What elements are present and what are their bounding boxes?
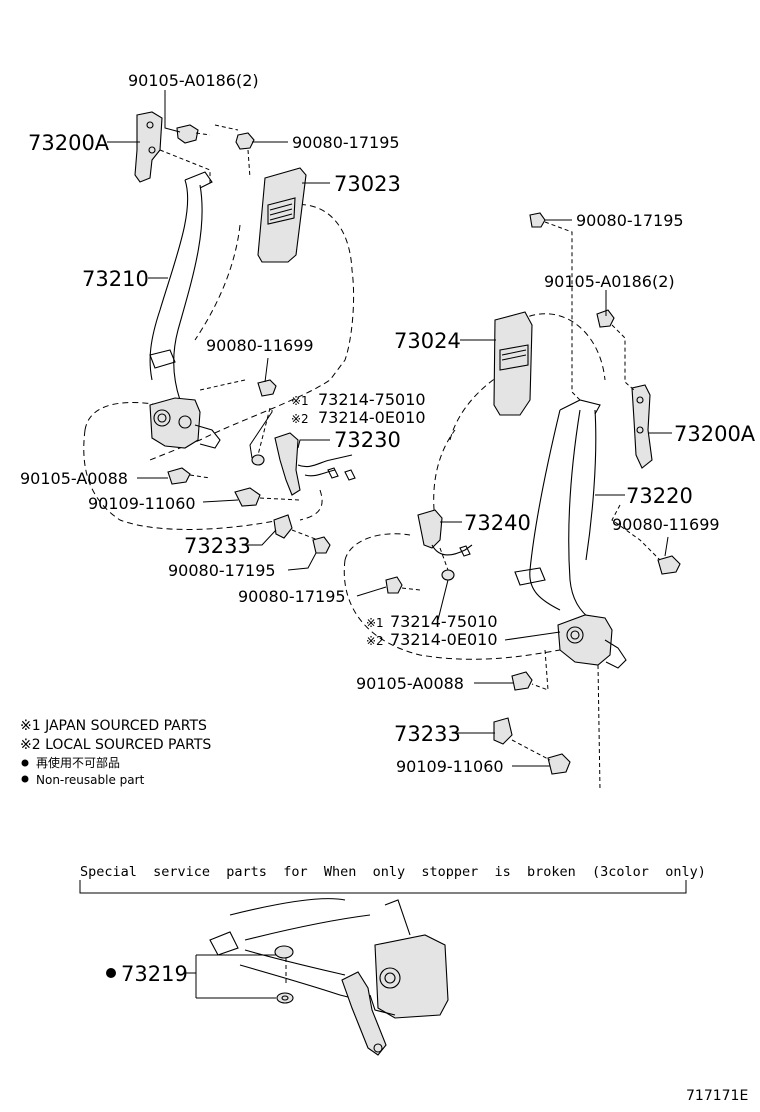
part-label: 73023	[334, 172, 401, 196]
part-label: 73214-0E010	[318, 408, 426, 427]
part-label: 90109-11060	[88, 494, 196, 513]
part-label: 73233	[184, 534, 251, 558]
source-mark: ※2	[291, 412, 309, 426]
legend-japan: ※1 JAPAN SOURCED PARTS	[20, 718, 207, 734]
part-label: 73214-75010	[318, 390, 426, 409]
special-title: Special service parts for When only stop…	[80, 864, 706, 880]
part-label: 73219	[121, 962, 188, 986]
part-label: 90080-11699	[612, 515, 720, 534]
part-label: 90105-A0186(2)	[544, 272, 675, 291]
part-label: 90080-17195	[292, 133, 400, 152]
legend-local: ※2 LOCAL SOURCED PARTS	[20, 737, 211, 753]
source-mark: ※1	[366, 616, 384, 630]
legend-non-reusable-jp: 再使用不可部品	[36, 755, 120, 770]
part-label: 73210	[82, 267, 149, 291]
special-service-section: Special service parts for When only stop…	[79, 864, 706, 1056]
right-seat-belt-assembly	[343, 212, 681, 791]
non-reusable-dot-icon	[21, 759, 29, 767]
source-mark: ※1	[291, 394, 309, 408]
part-label: 73214-0E010	[390, 630, 498, 649]
part-label: 90105-A0088	[20, 469, 128, 488]
part-label: 90080-17195	[238, 587, 346, 606]
section-bracket	[79, 880, 687, 894]
legend: ※1 JAPAN SOURCED PARTS ※2 LOCAL SOURCED …	[20, 718, 211, 787]
part-label: 90080-17195	[576, 211, 684, 230]
part-labels: 90105-A0186(2) 73200A 90080-17195 73023 …	[20, 71, 756, 776]
part-label: 73233	[394, 722, 461, 746]
part-label: 90105-A0088	[356, 674, 464, 693]
part-label: 73214-75010	[390, 612, 498, 631]
figure-code: 717171E	[686, 1088, 748, 1104]
non-reusable-dot-icon	[106, 968, 116, 978]
part-label: 73230	[334, 428, 401, 452]
part-label: 90080-11699	[206, 336, 314, 355]
part-label: 90109-11060	[396, 757, 504, 776]
part-label: 90105-A0186(2)	[128, 71, 259, 90]
part-label: 90080-17195	[168, 561, 276, 580]
legend-non-reusable-en: Non-reusable part	[36, 773, 145, 787]
part-label: 73220	[626, 484, 693, 508]
non-reusable-dot-icon	[21, 775, 29, 783]
part-label: 73200A	[28, 131, 110, 155]
part-label: 73024	[394, 329, 461, 353]
part-label: 73200A	[674, 422, 756, 446]
source-mark: ※2	[366, 634, 384, 648]
part-label: 73240	[464, 511, 531, 535]
leader-lines	[107, 90, 672, 767]
left-seat-belt-assembly	[83, 111, 356, 554]
